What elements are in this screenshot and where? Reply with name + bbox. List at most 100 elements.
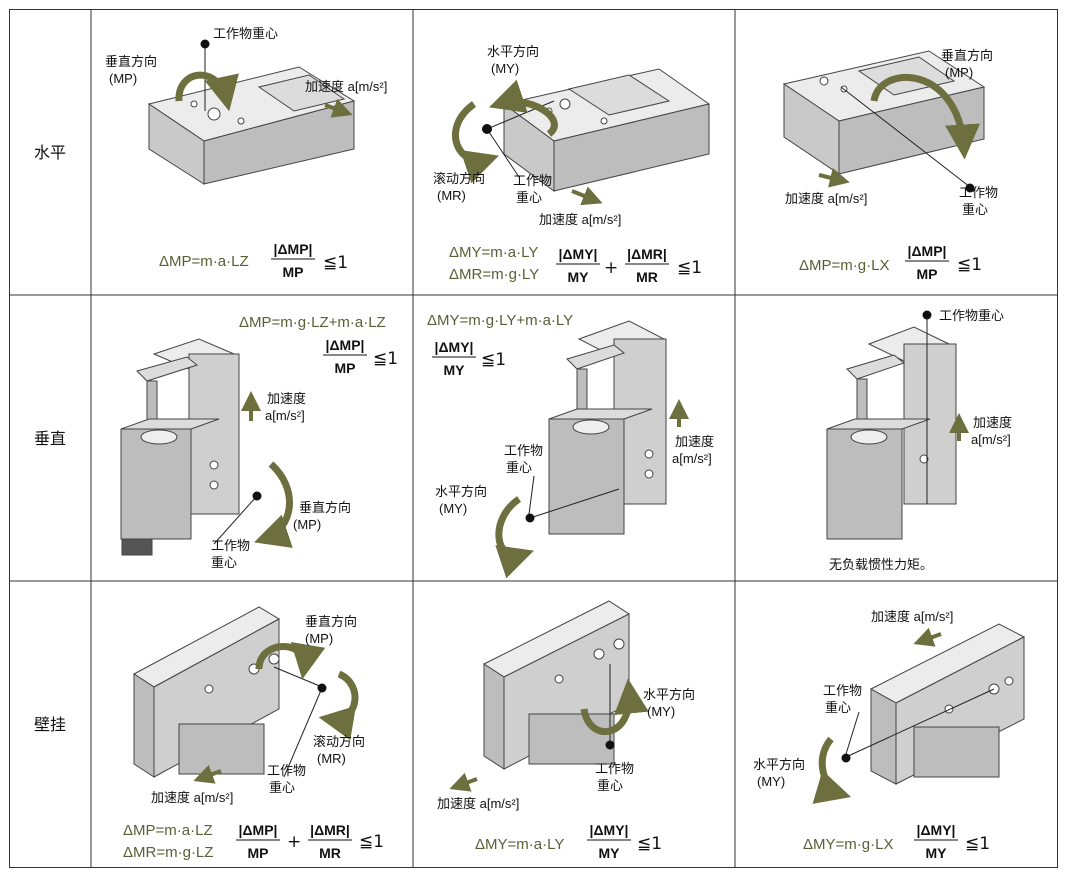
cell-wall-yaw: 水平方向 (MY) 工作物 重心 加速度 a[m/s²] ΔMY=m·a·LY … [437, 600, 695, 861]
vertical-device [548, 320, 667, 535]
le-sign: ≦1 [373, 349, 398, 369]
formula-1: ΔMY=m·g·LY+m·a·LY [427, 312, 573, 329]
accel-unit: a[m/s²] [672, 451, 712, 466]
accel-label: 加速度 [973, 415, 1012, 430]
accel-arrow [449, 772, 478, 792]
cog-label: 工作物 [504, 443, 543, 458]
fraction-denominator: MP [283, 264, 304, 280]
cog-label-2: 重心 [825, 700, 851, 715]
yaw-symbol: (MY) [757, 774, 785, 789]
moment-load-table: 水平 垂直 壁挂 工作物重心 垂直方向 (MP) 加速度 a[m/s²] ΔMP… [9, 9, 1058, 868]
pitch-arrow [870, 73, 981, 160]
fraction-1-denominator: MY [568, 269, 590, 285]
plus-sign: + [604, 258, 618, 278]
roll-symbol: (MR) [317, 751, 346, 766]
fraction-2-denominator: MR [319, 845, 341, 861]
fraction-1-denominator: MP [248, 845, 269, 861]
fraction-numerator: |ΔMP| [274, 241, 313, 257]
cog-label: 工作物 [823, 683, 862, 698]
cog-dot [605, 740, 615, 750]
wall-device [482, 600, 631, 770]
cog-label: 工作物重心 [939, 308, 1004, 323]
vertical-device [826, 326, 957, 540]
formula-1: ΔMY=m·a·LY [475, 836, 564, 853]
roll-symbol: (MR) [437, 188, 466, 203]
pitch-label: 垂直方向 [299, 500, 351, 515]
accel-unit: a[m/s²] [971, 432, 1011, 447]
yaw-label: 水平方向 [643, 687, 695, 702]
pitch-symbol: (MP) [945, 65, 973, 80]
fraction-denominator: MP [917, 266, 938, 282]
cog-label-2: 重心 [211, 555, 237, 570]
cog-label: 工作物 [513, 173, 552, 188]
accel-arrow [193, 764, 222, 784]
cog-dot [841, 753, 851, 763]
accel-label: 加速度 [267, 391, 306, 406]
yaw-label: 水平方向 [487, 44, 539, 59]
yaw-symbol: (MY) [439, 501, 467, 516]
cog-dot [525, 513, 535, 523]
accel-label: 加速度 a[m/s²] [437, 796, 519, 811]
yaw-label: 水平方向 [753, 757, 805, 772]
cog-dot [482, 124, 492, 134]
formula-2: ΔMR=m·g·LY [449, 266, 539, 283]
formula-1: ΔMP=m·a·LZ [123, 822, 213, 839]
formula-1: ΔMP=m·a·LZ [159, 253, 249, 270]
le-sign: ≦1 [965, 834, 990, 854]
fraction-numerator: |ΔMP| [908, 243, 947, 259]
accel-arrow [324, 98, 353, 118]
cog-dot [252, 491, 262, 501]
pitch-arrow [175, 71, 239, 112]
yaw-symbol: (MY) [491, 61, 519, 76]
cell-vertical-none: 工作物重心 加速度 a[m/s²] 无负载惯性力矩。 [826, 308, 1012, 572]
le-sign: ≦1 [957, 255, 982, 275]
yaw-arrow [812, 736, 852, 804]
cell-wall-yaw-x: 加速度 a[m/s²] 工作物 重心 水平方向 (MY) ΔMY=m·g·LX … [753, 609, 1026, 861]
cog-label: 工作物 [595, 761, 634, 776]
cog-label: 工作物 [959, 185, 998, 200]
cog-label-2: 重心 [506, 460, 532, 475]
yaw-arrow [580, 678, 649, 736]
fraction-numerator: |ΔMY| [435, 339, 474, 355]
accel-label: 加速度 a[m/s²] [539, 212, 621, 227]
cog-label: 工作物 [267, 763, 306, 778]
cog-label-2: 重心 [597, 778, 623, 793]
le-sign: ≦1 [359, 832, 384, 852]
yaw-arrow [495, 496, 534, 579]
fraction-2-denominator: MR [636, 269, 658, 285]
roll-label: 滚动方向 [313, 734, 365, 749]
yaw-arrow [489, 79, 558, 137]
fraction-denominator: MY [926, 845, 948, 861]
cog-label: 工作物重心 [213, 26, 278, 41]
formula-1: ΔMY=m·a·LY [449, 244, 538, 261]
row-header-vertical: 垂直 [34, 430, 66, 448]
accel-arrow [571, 186, 603, 206]
accel-label: 加速度 [675, 434, 714, 449]
cog-label-2: 重心 [516, 190, 542, 205]
pitch-label: 垂直方向 [305, 614, 357, 629]
pitch-label: 垂直方向 [105, 54, 157, 69]
fraction-numerator: |ΔMY| [917, 822, 956, 838]
pitch-symbol: (MP) [305, 631, 333, 646]
fraction-denominator: MY [599, 845, 621, 861]
accel-label: 加速度 a[m/s²] [785, 191, 867, 206]
cog-label: 工作物 [211, 538, 250, 553]
formula-1: ΔMY=m·g·LX [803, 836, 893, 853]
fraction-denominator: MP [335, 360, 356, 376]
le-sign: ≦1 [677, 258, 702, 278]
wall-device [133, 606, 281, 778]
formula-1: ΔMP=m·g·LZ+m·a·LZ [239, 314, 386, 331]
note: 无负载惯性力矩。 [829, 557, 933, 572]
fraction-denominator: MY [444, 362, 466, 378]
formula-2: ΔMR=m·g·LZ [123, 844, 213, 861]
le-sign: ≦1 [481, 350, 506, 370]
cell-horizontal-yaw-roll: 水平方向 (MY) 滚动方向 (MR) 工作物 重心 加速度 a[m/s²] Δ… [433, 44, 711, 285]
row-header-wall: 壁挂 [34, 715, 66, 734]
roll-label: 滚动方向 [433, 171, 485, 186]
pitch-symbol: (MP) [109, 71, 137, 86]
le-sign: ≦1 [637, 834, 662, 854]
cell-horizontal-pitch-x: 垂直方向 (MP) 加速度 a[m/s²] 工作物 重心 ΔMP=m·g·LX … [782, 48, 998, 282]
cog-dot [922, 310, 932, 320]
cog-dot [965, 183, 975, 193]
plus-sign: + [287, 832, 301, 852]
